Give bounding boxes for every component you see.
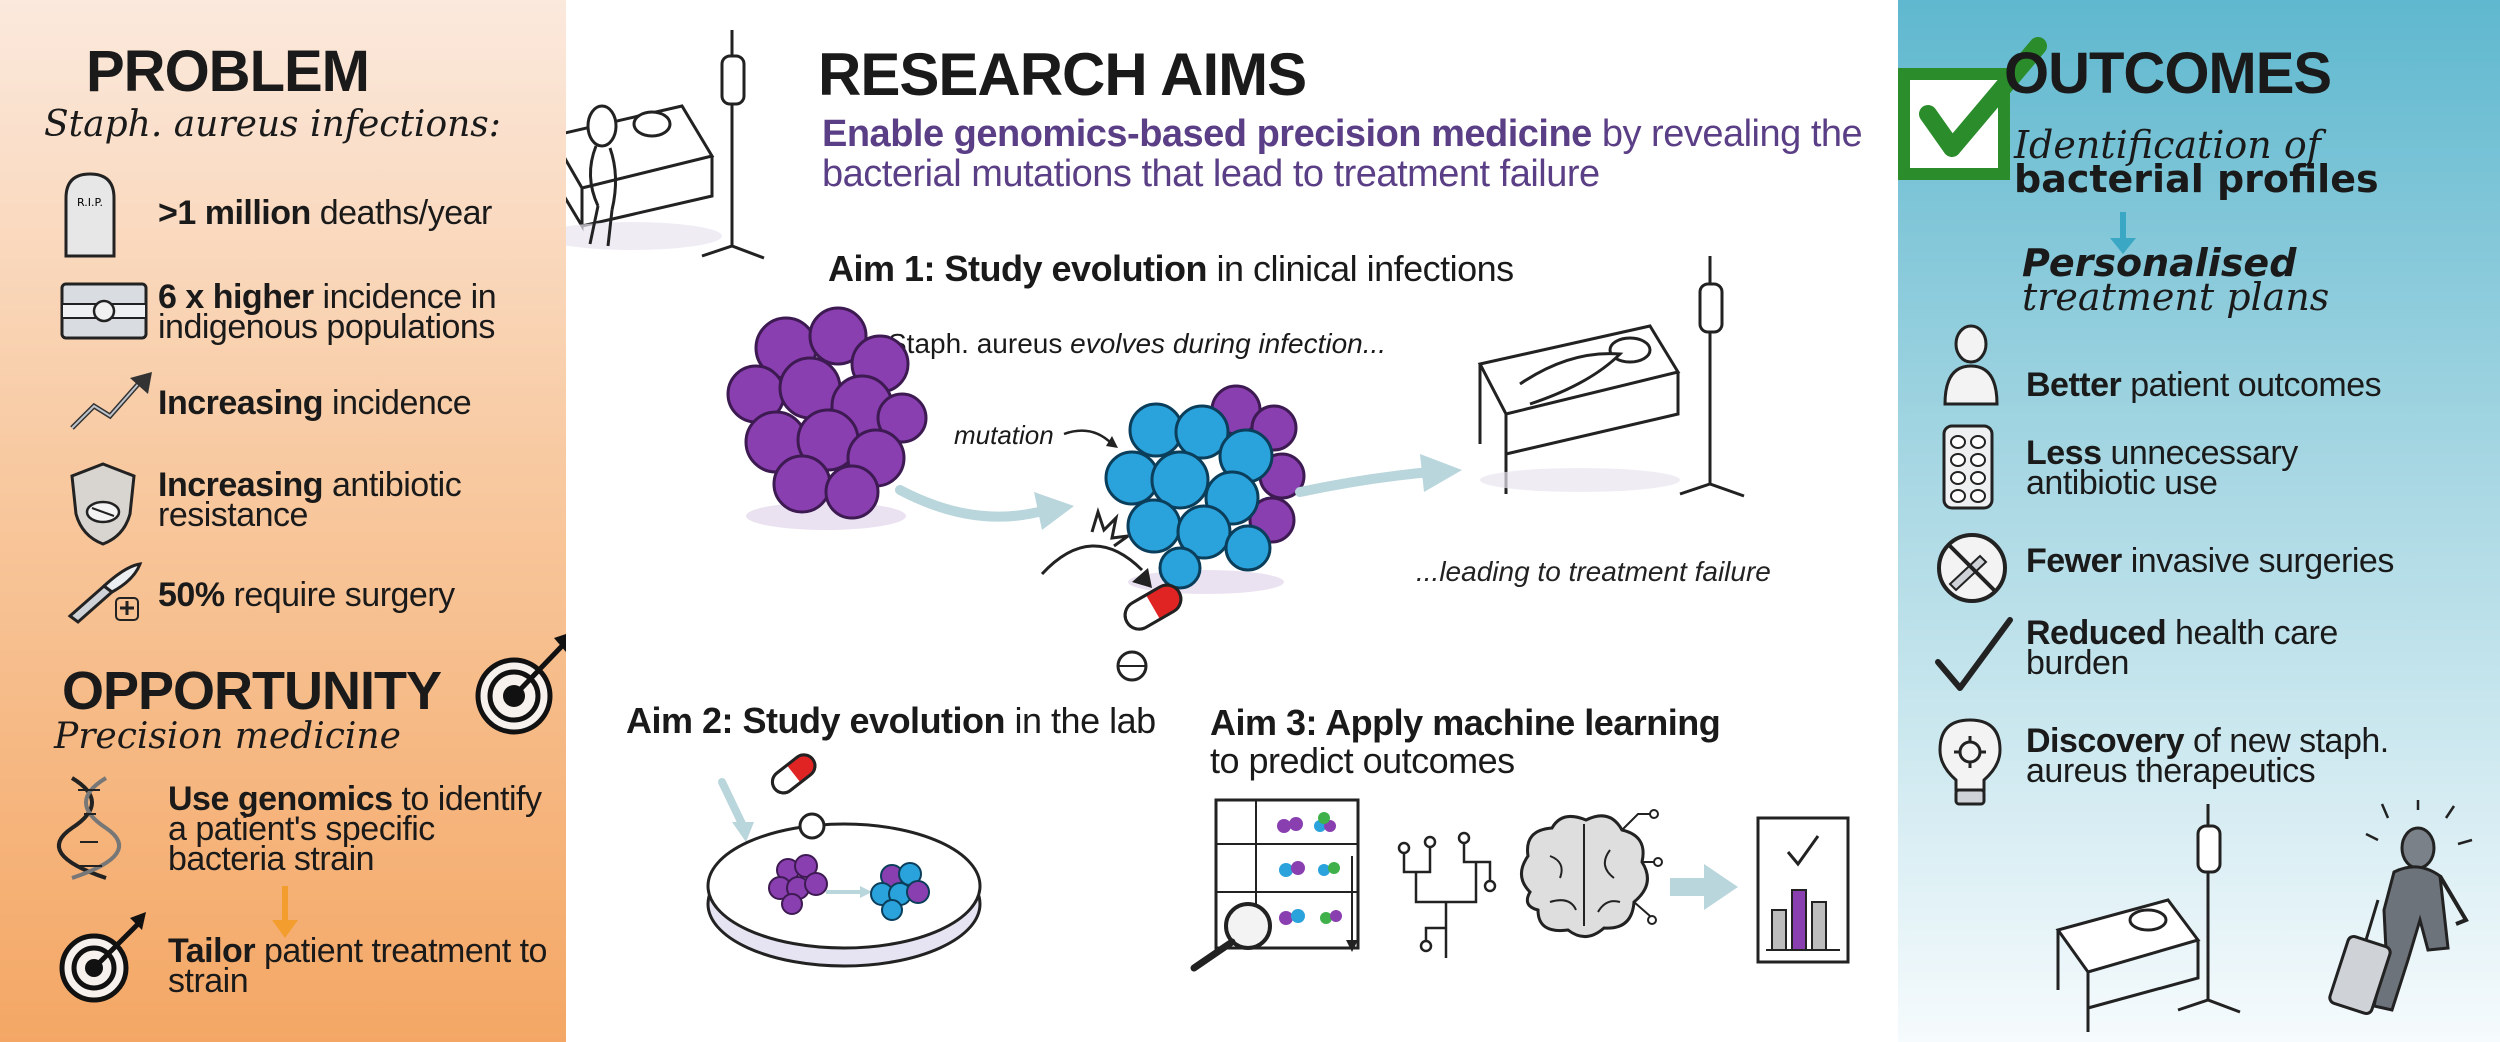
discharged-patient-icon — [2048, 800, 2488, 1042]
opportunity-subtitle: Precision medicine — [54, 716, 401, 757]
hospital-bed-patient-icon — [566, 26, 792, 301]
pill-attack-icon — [1032, 507, 1183, 685]
outcomes-title: OUTCOMES — [2004, 41, 2332, 106]
pill-pack-icon — [1942, 424, 1994, 515]
data-table-magnifier-icon — [1186, 796, 1366, 972]
problem-item: 50% require surgery — [158, 576, 455, 614]
mutation-label: mutation — [954, 420, 1054, 450]
outcome-item: Better patient outcomes — [2026, 366, 2382, 404]
opportunity-item: Use genomics to identify a patient's spe… — [168, 780, 542, 878]
outcome-item: Reduced health care burden — [2026, 614, 2338, 682]
person-icon — [1942, 324, 2000, 411]
output-arrow-icon — [1670, 862, 1740, 917]
gravestone-icon: R.I.P. — [62, 172, 118, 263]
research-aims-panel: RESEARCH AIMS Enable genomics-based prec… — [566, 0, 1898, 1042]
target-icon — [58, 910, 148, 1011]
rip-text: R.I.P. — [77, 196, 103, 209]
research-aims-title: RESEARCH AIMS — [818, 41, 1307, 108]
aim-1-caption: Staph. aureus evolves during infection..… — [888, 328, 1387, 359]
down-arrow-icon — [2108, 210, 2138, 261]
aim-2-heading: Aim 2: Study evolution in the lab — [626, 700, 1156, 741]
bullseye-arrow-icon — [474, 624, 566, 749]
problem-item: Increasing incidence — [158, 384, 472, 422]
purple-bacteria-cluster — [716, 306, 936, 543]
outcome-item: Less unnecessary antibiotic use — [2026, 434, 2298, 502]
problem-item: Increasing antibiotic resistance — [158, 466, 462, 534]
flag-icon — [60, 282, 148, 345]
dna-icon — [56, 776, 122, 885]
shield-pill-icon — [70, 462, 136, 551]
lightbulb-icon — [1938, 718, 2002, 813]
aim-1-heading: Aim 1: Study evolution in clinical infec… — [828, 248, 1514, 289]
problem-subtitle: Staph. aureus infections: — [44, 104, 501, 145]
mutated-bacteria-cluster — [1096, 380, 1316, 605]
problem-item: 6 x higher incidence in indigenous popul… — [158, 278, 497, 346]
trend-up-icon — [70, 372, 154, 435]
brain-circuit-icon — [1510, 806, 1663, 971]
progress-arrow-icon — [1295, 448, 1466, 513]
bedridden-patient-icon — [1460, 254, 1750, 519]
scalpel-icon — [64, 562, 144, 631]
problem-panel: PROBLEM Staph. aureus infections: R.I.P.… — [0, 0, 566, 1042]
problem-item: >1 million deaths/year — [158, 194, 492, 232]
mutation-arrow-icon — [1062, 424, 1122, 459]
opportunity-item: Tailor patient treatment to strain — [168, 932, 547, 1000]
green-checkbox-icon — [1898, 37, 2048, 185]
outcome-item: Fewer invasive surgeries — [2026, 542, 2394, 580]
result-chart-icon — [1756, 816, 1850, 971]
checkmark-icon — [1934, 616, 2014, 697]
progress-arrow-icon — [895, 470, 1076, 545]
opportunity-title: OPPORTUNITY — [62, 661, 442, 721]
research-lead-text: Enable genomics-based precision medicine… — [822, 113, 1863, 195]
treatment-failure-caption: ...leading to treatment failure — [1416, 556, 1771, 587]
problem-title: PROBLEM — [86, 39, 370, 104]
outcome-item: Discovery of new staph. aureus therapeut… — [2026, 722, 2389, 790]
decision-tree-icon — [1396, 831, 1497, 967]
no-scalpel-icon — [1934, 530, 2010, 611]
down-arrow-icon — [270, 884, 300, 945]
petri-dish-icon — [692, 742, 992, 987]
